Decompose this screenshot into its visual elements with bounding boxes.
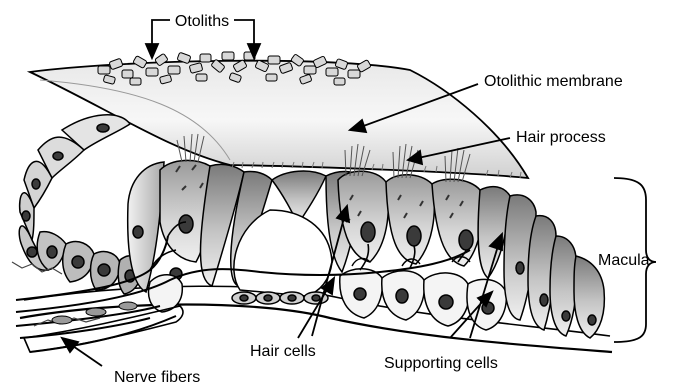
label-hair-process: Hair process [516,129,606,146]
left-epithelium [19,115,142,294]
label-macula: Macula [598,252,650,269]
label-supporting-cells: Supporting cells [384,355,498,372]
label-hair-cells: Hair cells [250,343,316,360]
label-nerve-fibers: Nerve fibers [114,369,200,386]
label-otoliths: Otoliths [175,13,229,30]
label-otolithic-membrane: Otolithic membrane [484,73,623,90]
